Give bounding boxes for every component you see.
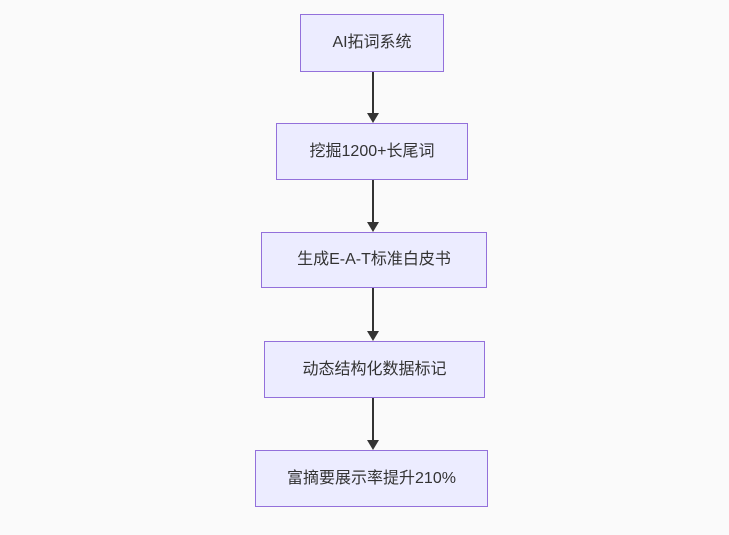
node-label: 生成E-A-T标准白皮书 bbox=[297, 251, 451, 268]
flowchart-edge-3 bbox=[367, 288, 379, 341]
arrowhead-down-icon bbox=[367, 113, 379, 123]
edge-line bbox=[372, 398, 374, 441]
flowchart-edge-2 bbox=[367, 180, 379, 232]
node-label: 动态结构化数据标记 bbox=[302, 360, 447, 378]
flowchart-node-3: 生成E-A-T标准白皮书 bbox=[261, 232, 487, 288]
node-label: 富摘要展示率提升210% bbox=[287, 469, 456, 487]
flowchart-node-2: 挖掘1200+长尾词 bbox=[276, 123, 468, 180]
edge-line bbox=[372, 180, 374, 223]
arrowhead-down-icon bbox=[367, 331, 379, 341]
edge-line bbox=[372, 72, 374, 114]
node-label: 挖掘1200+长尾词 bbox=[309, 142, 435, 160]
flowchart-node-1: AI拓词系统 bbox=[300, 14, 444, 72]
node-label: AI拓词系统 bbox=[332, 34, 412, 51]
flowchart-node-5: 富摘要展示率提升210% bbox=[255, 450, 488, 507]
edge-line bbox=[372, 288, 374, 332]
flowchart-node-4: 动态结构化数据标记 bbox=[264, 341, 485, 398]
flowchart-edge-4 bbox=[367, 398, 379, 450]
arrowhead-down-icon bbox=[367, 222, 379, 232]
flowchart-edge-1 bbox=[367, 72, 379, 123]
arrowhead-down-icon bbox=[367, 440, 379, 450]
